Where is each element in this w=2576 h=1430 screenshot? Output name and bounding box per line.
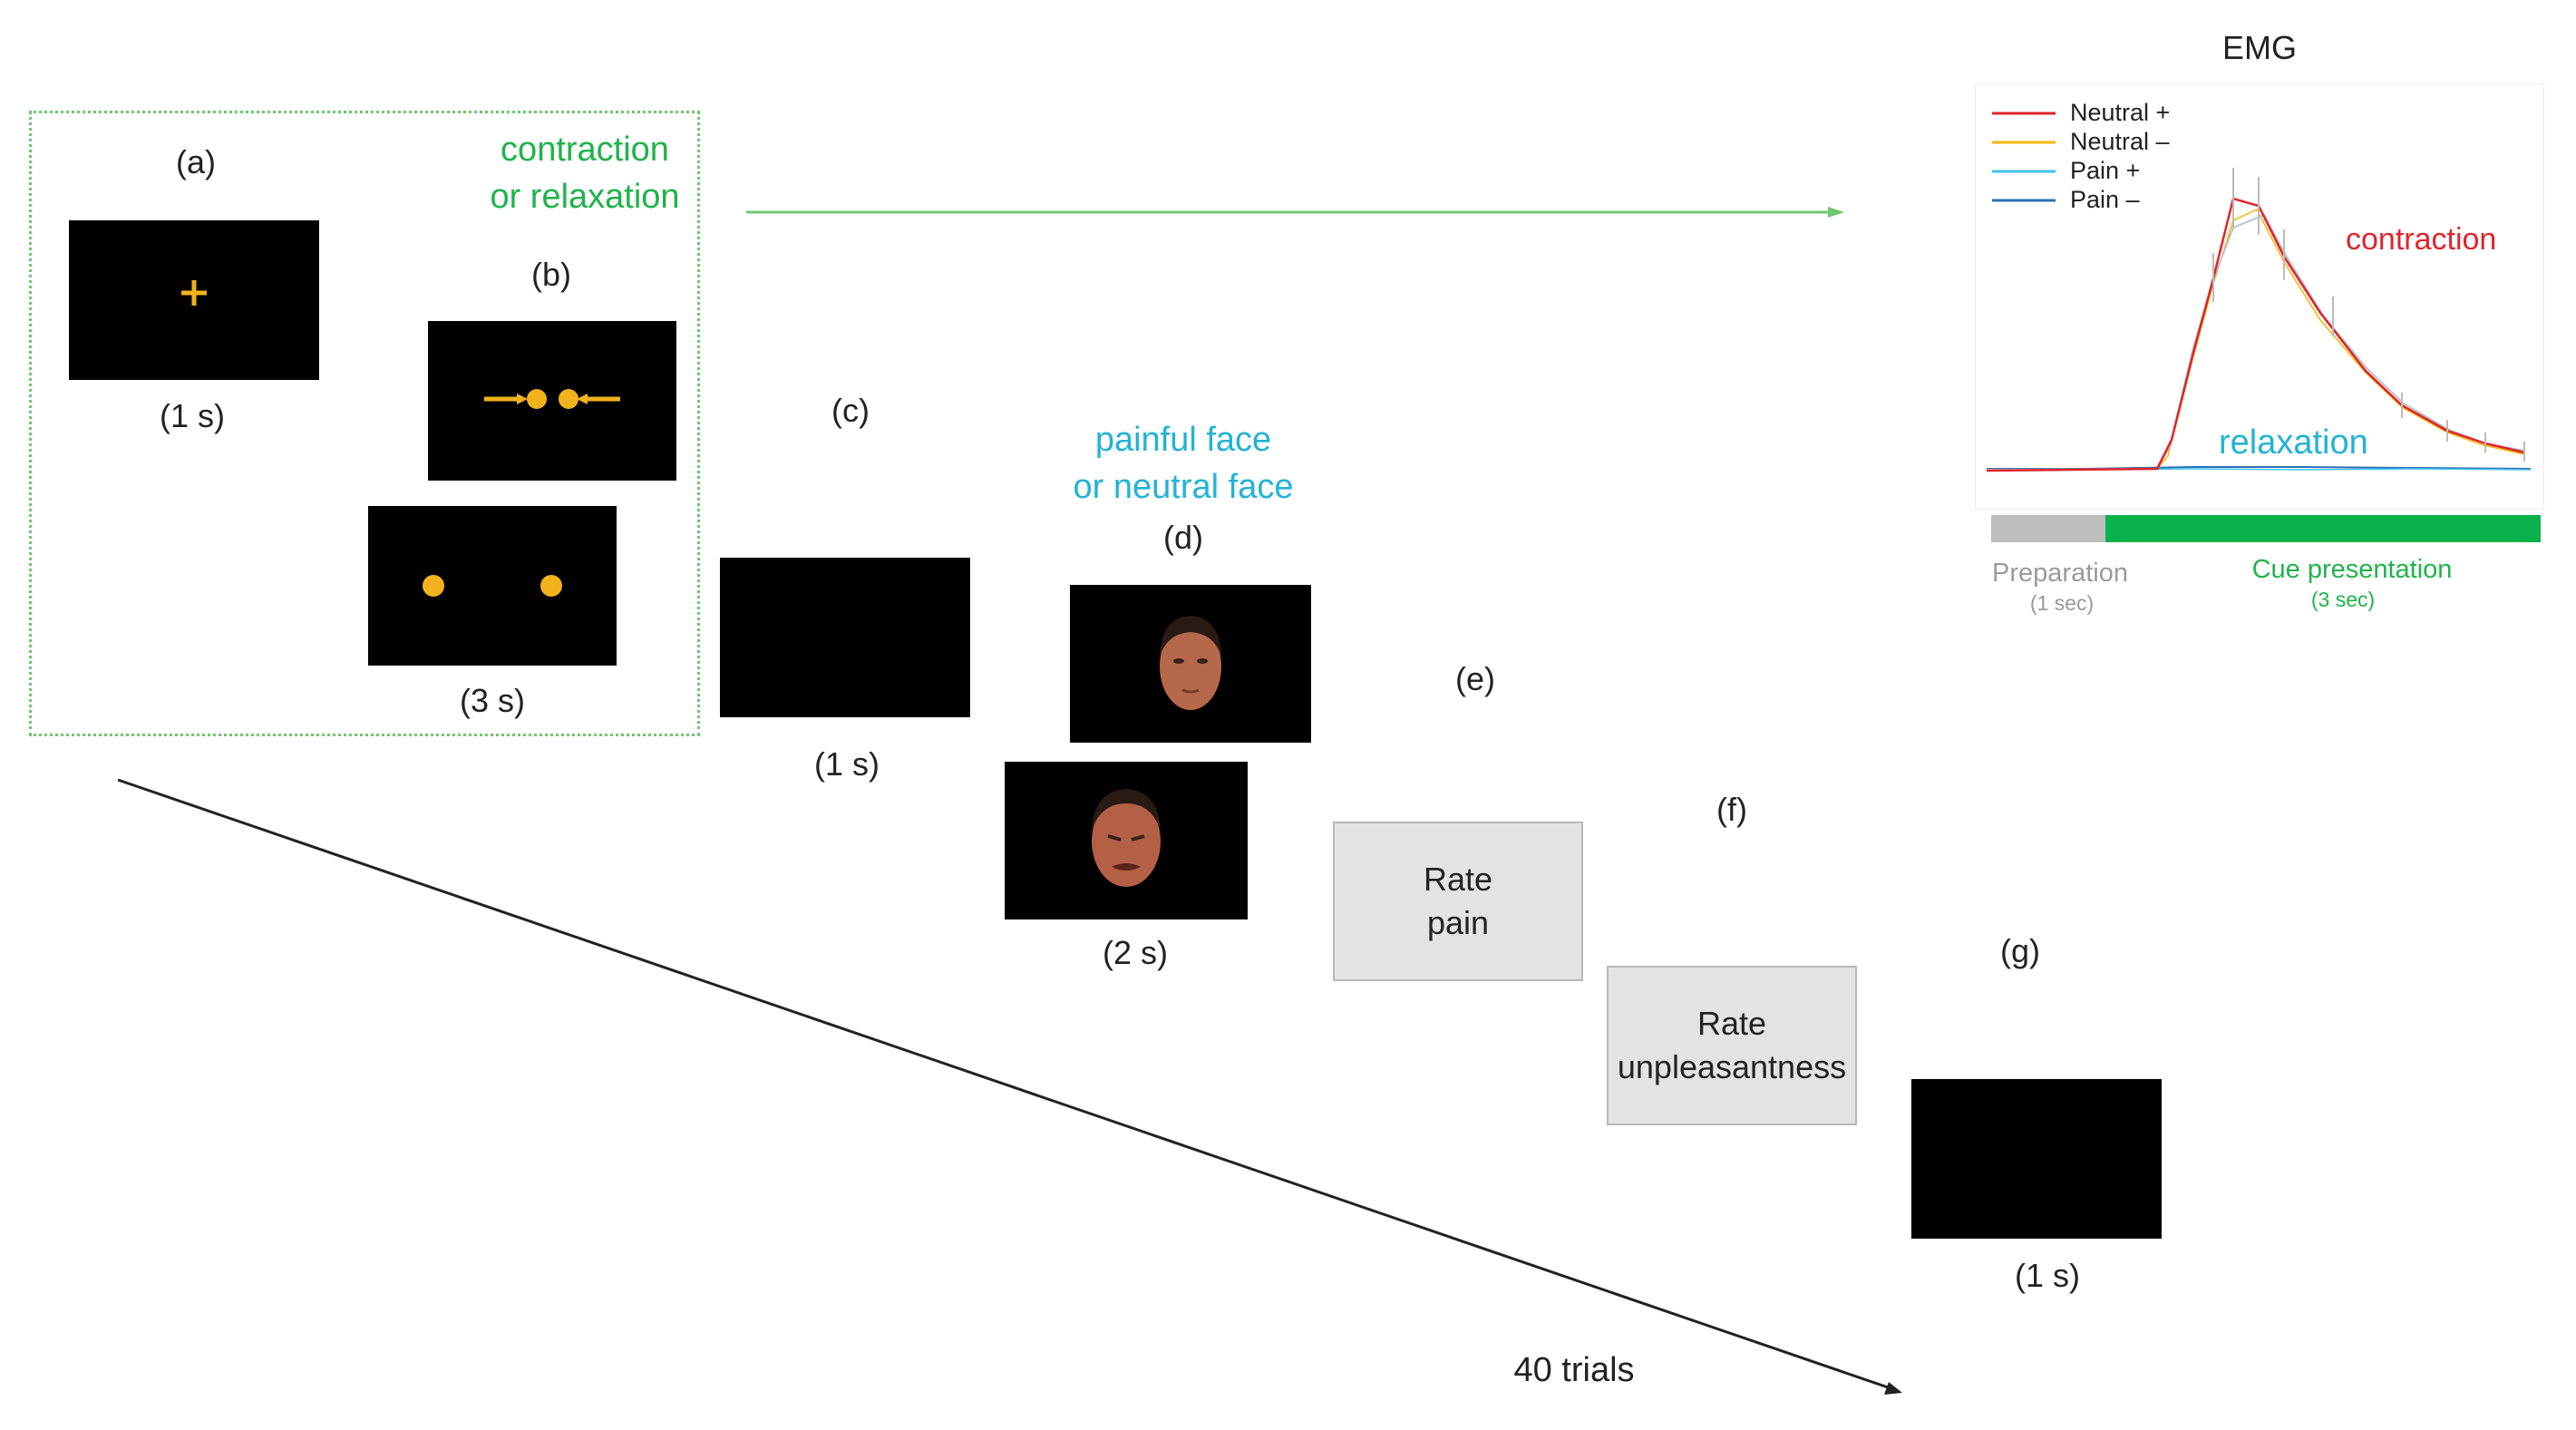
face-label-line1: painful face	[1094, 421, 1272, 459]
step-c-duration: (1 s)	[814, 745, 880, 783]
contraction-annotation: contraction	[2346, 222, 2497, 257]
rate-pain-line2: pain	[1426, 904, 1490, 941]
step-d-duration: (2 s)	[1103, 934, 1168, 971]
painful-face-icon	[1092, 789, 1161, 887]
emg-panel: Neutral + Neutral – Pain + Pain – contra…	[1975, 83, 2544, 510]
step-c-tag: (c)	[831, 392, 870, 429]
step-f-tag: (f)	[1716, 791, 1747, 828]
emg-title: EMG	[2221, 29, 2298, 66]
legend-neutral-plus: Neutral +	[2070, 99, 2171, 126]
step-g-duration: (1 s)	[2015, 1257, 2080, 1294]
legend-pain-minus: Pain –	[2070, 186, 2140, 213]
step-b-tag: (b)	[531, 256, 571, 293]
step-g-tag: (g)	[2000, 932, 2040, 969]
rate-pain-screen: Rate pain	[1333, 822, 1583, 981]
cue-sub: (3 sec)	[2310, 588, 2376, 611]
step-d-tag: (d)	[1163, 519, 1203, 556]
rate-unpleasantness-screen: Rate unpleasantness	[1607, 966, 1857, 1125]
legend-pain-plus: Pain +	[2070, 157, 2141, 184]
fixation-screen	[69, 220, 319, 380]
cue-phase-bar	[2105, 515, 2541, 542]
preparation-label: Preparation	[1992, 559, 2128, 588]
group-to-emg-arrow	[746, 207, 1844, 218]
legend-neutral-minus: Neutral –	[2070, 128, 2170, 155]
fixation-cross-icon	[181, 280, 207, 306]
face-label-line2: or neutral face	[1073, 468, 1294, 506]
error-bars	[2212, 168, 2525, 462]
emg-plot	[1986, 112, 2532, 472]
relaxation-cue-screen	[368, 506, 617, 666]
group-label-line2: or relaxation	[490, 178, 680, 216]
contraction-relaxation-group	[29, 111, 700, 736]
group-label-line1: contraction	[501, 131, 669, 169]
step-e-tag: (e)	[1455, 660, 1495, 697]
relaxation-annotation: relaxation	[2219, 423, 2368, 462]
blank-screen-c	[720, 558, 970, 717]
painful-face-screen	[1005, 762, 1248, 919]
preparation-sub: (1 sec)	[2029, 591, 2095, 615]
contraction-cue-screen	[428, 321, 676, 481]
blank-screen-g	[1911, 1079, 2162, 1239]
step-a-tag: (a)	[176, 143, 216, 180]
trial-timeline-arrow	[117, 778, 1902, 1395]
trials-label: 40 trials	[1513, 1351, 1635, 1389]
rate-unpleasantness-line1: Rate	[1696, 1005, 1767, 1042]
contraction-arrows-icon	[484, 389, 620, 409]
neutral-face-icon	[1160, 616, 1221, 710]
rate-pain-line1: Rate	[1423, 861, 1493, 898]
preparation-phase-bar	[1991, 515, 2105, 542]
cue-label: Cue presentation	[2251, 555, 2453, 584]
step-b-duration: (3 s)	[460, 682, 525, 719]
neutral-face-screen	[1070, 585, 1311, 743]
rate-unpleasantness-line2: unpleasantness	[1617, 1048, 1847, 1085]
trace-neutral-plus	[1986, 197, 2525, 472]
step-a-duration: (1 s)	[160, 397, 225, 434]
relaxation-dots-icon	[423, 575, 562, 597]
